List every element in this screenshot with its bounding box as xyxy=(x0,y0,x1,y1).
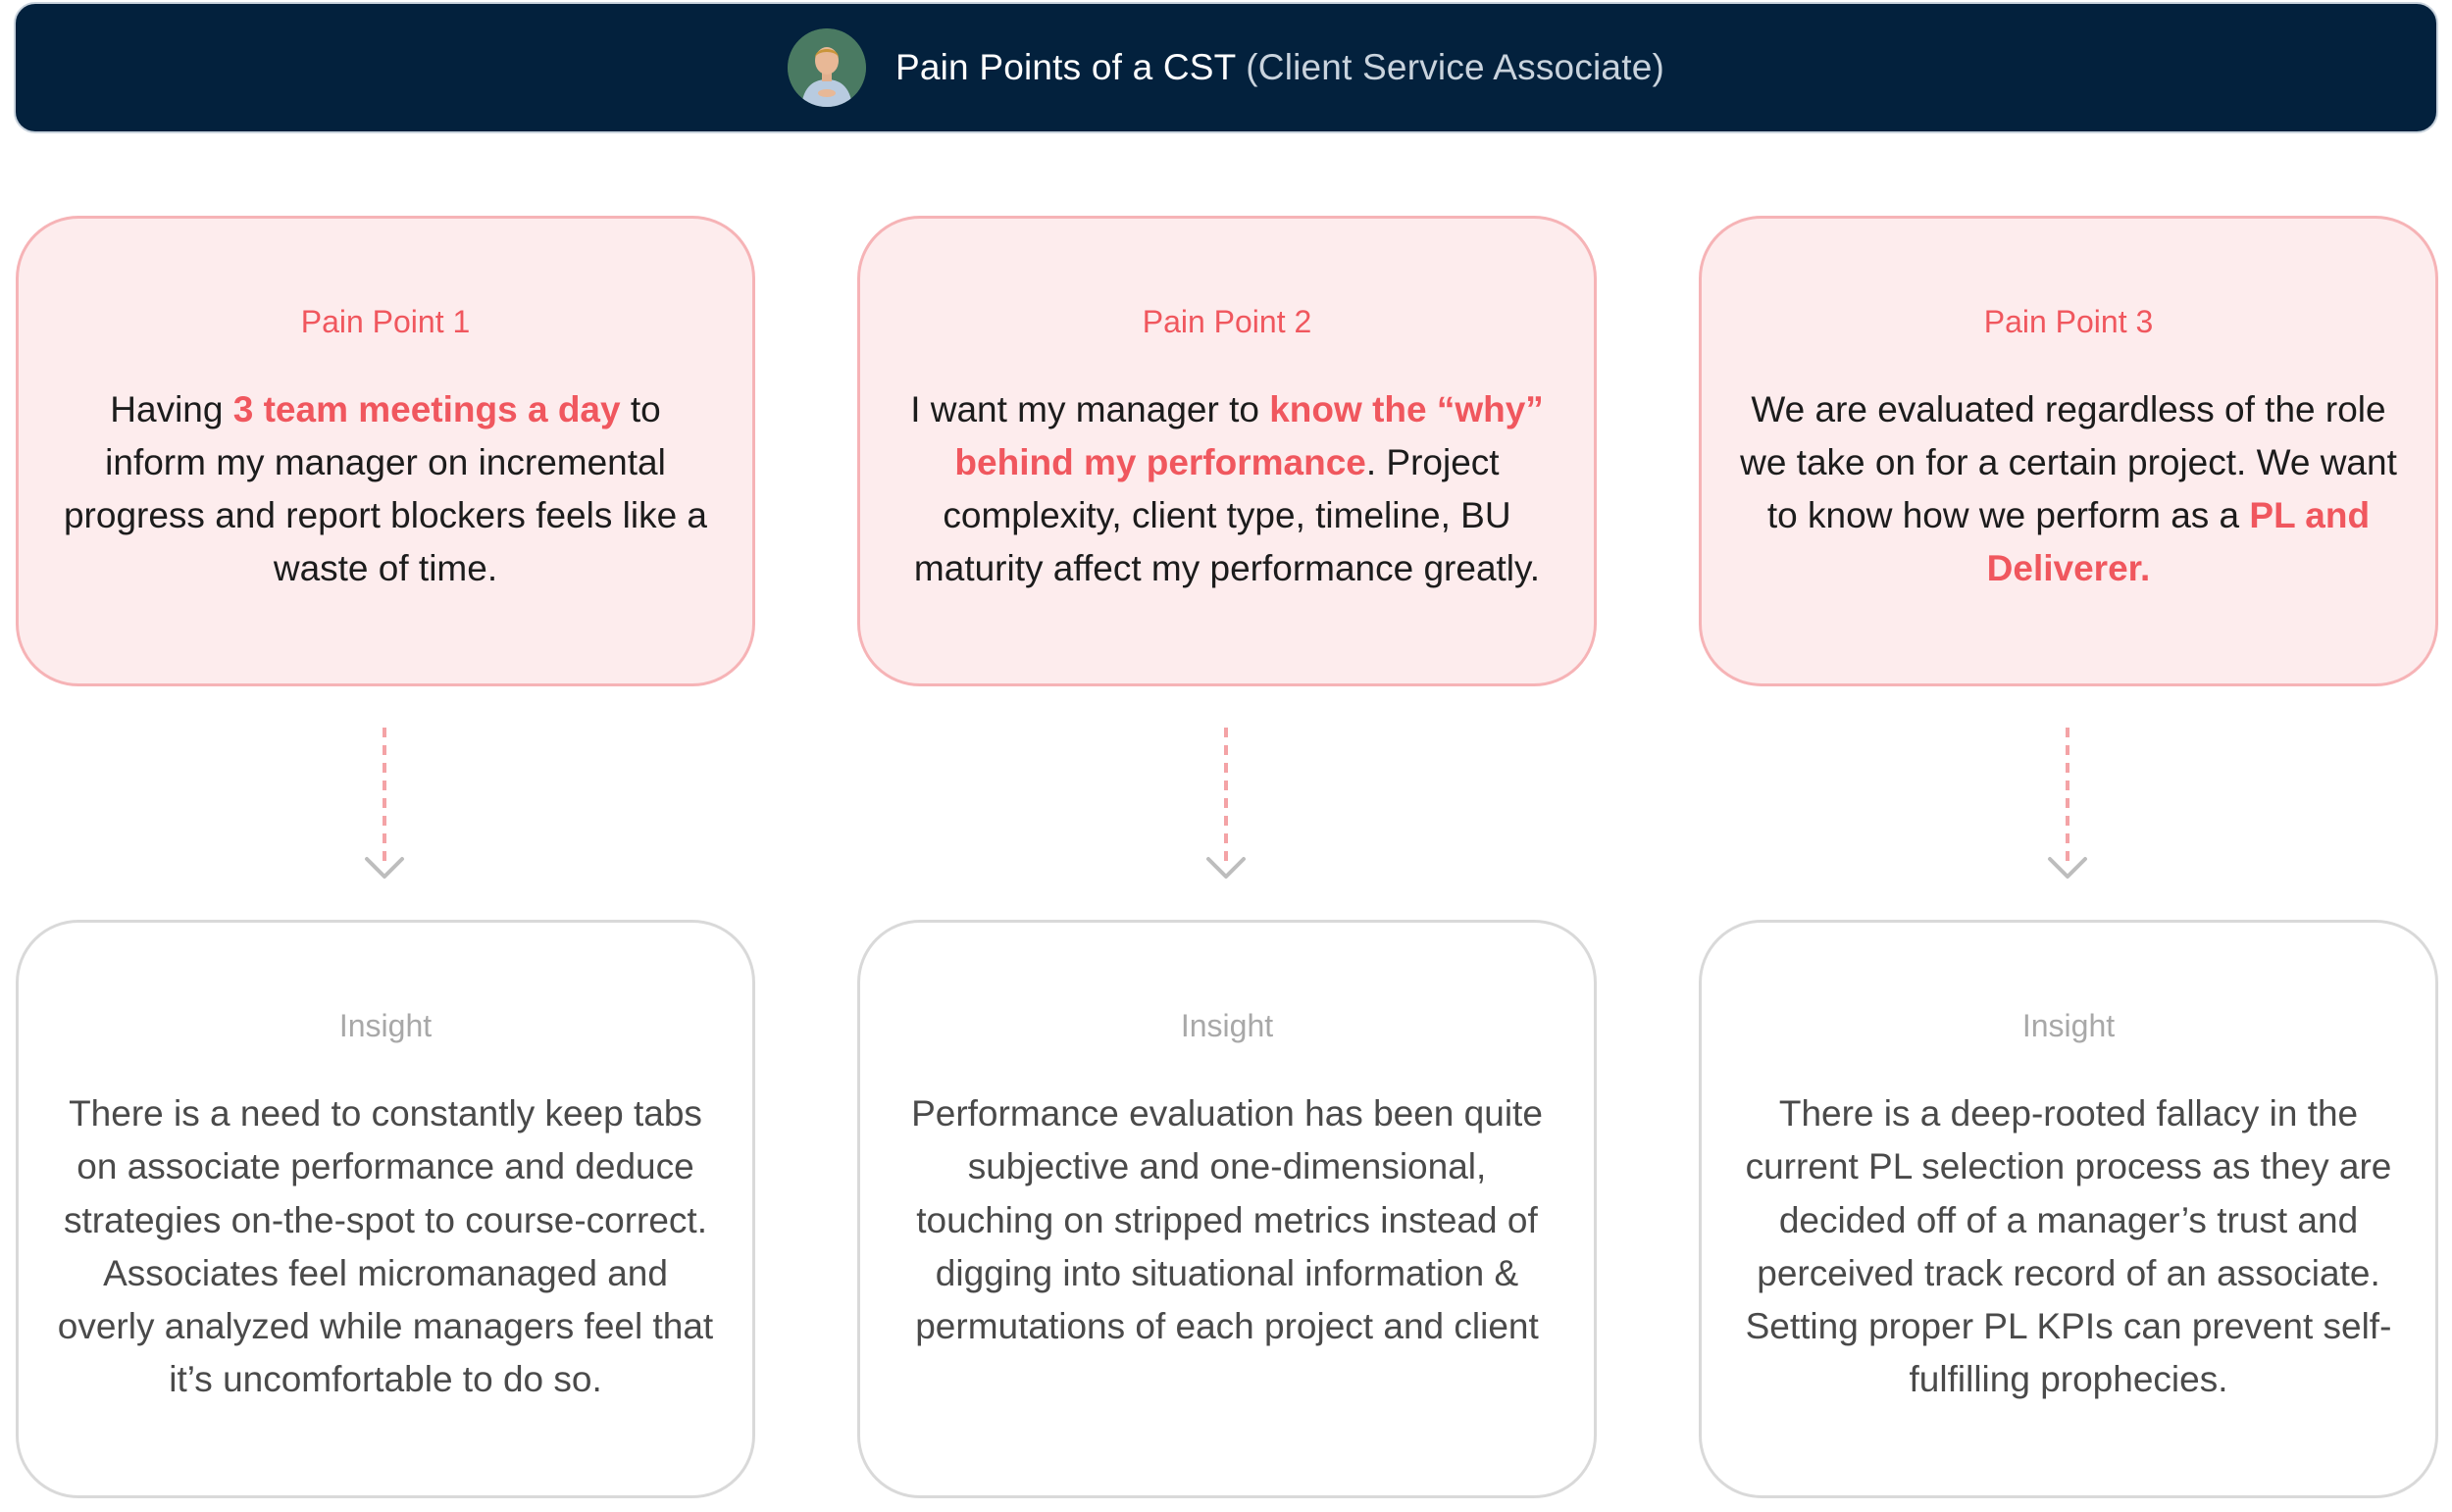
pain-point-text: Having 3 team meetings a day to inform m… xyxy=(19,383,752,595)
pain-point-card-1: Pain Point 1 Having 3 team meetings a da… xyxy=(16,216,755,686)
pain-point-highlight: PL and Deliverer. xyxy=(1986,495,2371,588)
pain-point-card-3: Pain Point 3 We are evaluated regardless… xyxy=(1699,216,2438,686)
pain-point-highlight: 3 team meetings a day xyxy=(232,389,621,429)
insight-card-2: Insight Performance evaluation has been … xyxy=(857,920,1597,1498)
pain-point-label: Pain Point 2 xyxy=(1142,304,1312,339)
pain-point-text-before: Having xyxy=(110,389,233,429)
person-avatar-icon xyxy=(787,28,866,107)
page-title-main: Pain Points of a CST xyxy=(894,47,1236,87)
pain-point-label: Pain Point 1 xyxy=(300,304,471,339)
insight-label: Insight xyxy=(338,1008,433,1043)
insight-card-1: Insight There is a need to constantly ke… xyxy=(16,920,755,1498)
insight-text: There is a deep-rooted fallacy in the cu… xyxy=(1745,1093,2392,1400)
pain-point-text-after: . Project complexity, client type, timel… xyxy=(913,442,1541,588)
pain-point-text-before: I want my manager to xyxy=(910,389,1270,429)
insight-card-3: Insight There is a deep-rooted fallacy i… xyxy=(1699,920,2438,1498)
pain-point-text-before: We are evaluated regardless of the role … xyxy=(1740,389,2397,535)
arrow-down-icon xyxy=(365,728,404,879)
page-title: Pain Points of a CST (Client Service Ass… xyxy=(895,47,1664,88)
header-bar: Pain Points of a CST (Client Service Ass… xyxy=(14,2,2438,133)
pain-point-highlight: know the “why” behind my performance xyxy=(954,389,1544,482)
pain-point-text: We are evaluated regardless of the role … xyxy=(1702,383,2435,595)
insight-label: Insight xyxy=(2021,1008,2116,1043)
page-title-sub: (Client Service Associate) xyxy=(1246,47,1664,87)
insight-label: Insight xyxy=(1180,1008,1274,1043)
pain-point-text-after: to inform my manager on incremental prog… xyxy=(63,389,708,588)
arrow-down-icon xyxy=(1206,728,1246,879)
insight-text: Performance evaluation has been quite su… xyxy=(911,1093,1543,1347)
arrow-down-icon xyxy=(2048,728,2087,879)
pain-point-text: I want my manager to know the “why” behi… xyxy=(860,383,1594,595)
insight-text: There is a need to constantly keep tabs … xyxy=(57,1093,714,1400)
pain-point-label: Pain Point 3 xyxy=(1983,304,2154,339)
pain-point-card-2: Pain Point 2 I want my manager to know t… xyxy=(857,216,1597,686)
